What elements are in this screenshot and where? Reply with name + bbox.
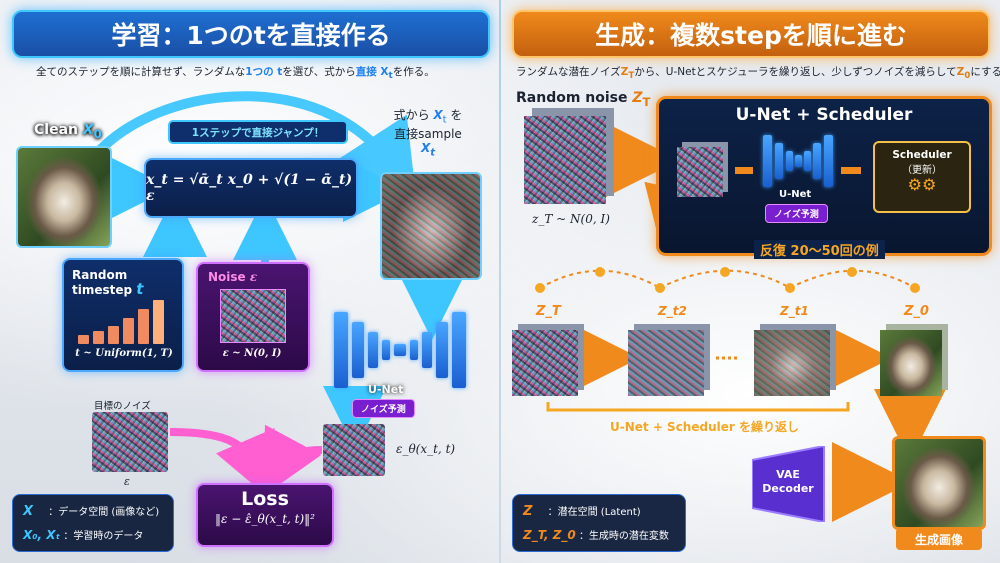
legend-zt-z0-var: Z_T, Z_0 [523,528,576,542]
timestep-bar [108,326,119,344]
noise-box: Noise ε ε ~ N(0, I) [196,262,310,372]
timestep-bar-chart [78,300,172,344]
predicted-noise-image [323,424,385,476]
dotted-arc-2 [659,269,791,289]
loop-arrow-mid [841,167,861,174]
noisy-sample-image [380,172,482,280]
seq-label-zt1: Z_t1 [780,304,809,318]
noise-title: Noise ε [208,270,258,284]
loss-formula: ‖ε − ε̂_θ(x_t, t)‖² [214,512,315,526]
seq-cube-zt1 [754,330,830,396]
unet-scheduler-box: U-Net + Scheduler U-Net ノイズ予測 Scheduler … [656,96,992,256]
forward-formula-box: x_t = √ᾱ_t x_0 + √(1 − ᾱ_t) ε [144,158,358,218]
right-subtitle: ランダムな潜在ノイズZTから、U-Netとスケジューラを繰り返し、少しずつノイズ… [516,66,1000,82]
jump-chip: 1ステップで直接ジャンプ！ [168,120,348,144]
timestep-bar [78,335,89,344]
legend-z-var: Z [523,504,533,519]
gear-icon: ⚙⚙ [907,175,937,194]
noise-caption: ε ~ N(0, I) [222,348,282,359]
predicted-noise-label: ε_θ(x_t, t) [396,442,456,456]
loss-box: Loss ‖ε − ε̂_θ(x_t, t)‖² [196,483,334,547]
seq-cube-zt2 [628,330,704,396]
clean-label: Clean X0 [34,122,102,141]
pred-to-loss-arrow [262,424,323,497]
legend-x-text: ：データ空間 (画像など) [48,507,160,518]
timestep-bar [153,300,164,344]
timestep-caption: t ~ Uniform(1, T) [75,348,173,359]
target-noise-label: 目標のノイズ [94,401,151,412]
left-unet [328,310,478,392]
zt-caption: z_T ~ N(0, I) [532,212,610,226]
vae-label-1: VAE [776,468,800,481]
seq-cube-zt [512,330,578,396]
seq-label-zt2: Z_t2 [658,304,687,318]
legend-zt-z0-text: ：生成時の潜在変数 [578,531,669,542]
right-unet-label: U-Net [779,189,812,200]
legend-x0xt-text: ：学習時のデータ [63,531,144,542]
timestep-bar [138,309,149,344]
legend-x-var: X [23,504,34,519]
right-legend: Z ：潜在空間 (Latent) Z_T, Z_0 ：生成時の潜在変数 [512,494,686,552]
target-noise-var: ε [124,475,130,488]
sample-label: 式から Xt を 直接sample Xt [393,108,463,159]
repeat-bracket-label: U-Net + Scheduler を繰り返し [610,420,799,434]
legend-z-text: ：潜在空間 (Latent) [547,507,641,518]
scheduler-sub: （更新） [902,165,942,176]
output-label: 生成画像 [896,528,982,550]
right-title: 生成：複数stepを順に進む [512,10,990,58]
output-cat-image [892,436,986,530]
forward-formula: x_t = √ᾱ_t x_0 + √(1 − ᾱ_t) ε [146,172,353,204]
timestep-bar [123,318,134,344]
noise-image [220,289,286,343]
clean-cat-image [16,146,112,248]
left-subtitle: 全てのステップを順に計算せず、ランダムな1つの tを選び、式から直接 Xtを作る… [36,66,435,82]
target-to-loss-arrow [169,427,275,500]
left-legend: X ：データ空間 (画像など) X₀, Xₜ ：学習時のデータ [12,494,174,552]
left-unet-label: U-Net [368,383,404,396]
legend-x0xt-var: X₀, Xₜ [23,528,61,542]
unet-scheduler-title: U-Net + Scheduler [735,105,913,125]
right-unet-chip: ノイズ予測 [765,204,828,223]
left-unet-chip: ノイズ予測 [352,399,415,418]
repeat-bracket [546,402,850,412]
seq-label-zt: Z_T [536,304,561,319]
timestep-bar [93,331,104,344]
loop-latent-cube [677,147,723,197]
jump-arc-arrow [95,91,417,204]
seq-cube-z0 [880,330,942,396]
right-unet-icon [763,135,833,191]
random-timestep-box: Random timestep t t ~ Uniform(1, T) [62,258,184,372]
seq-label-z0: Z_0 [904,304,929,319]
left-title: 学習：1つのtを直接作る [12,10,490,58]
loss-title: Loss [241,488,289,510]
repeat-count-label: 反復 20～50回の例 [754,240,885,259]
vae-decoder: VAE Decoder [751,444,838,524]
timestep-title: Random timestep t [72,268,144,298]
panel-divider [499,0,501,563]
vae-label-2: Decoder [762,482,814,495]
random-noise-cube [524,116,606,204]
random-noise-label: Random noise ZT [516,90,651,109]
scheduler-label: Scheduler [892,149,952,161]
scheduler-box: Scheduler （更新） ⚙⚙ [873,141,971,213]
target-noise-image [92,412,168,472]
loop-arrow-in [735,167,753,174]
